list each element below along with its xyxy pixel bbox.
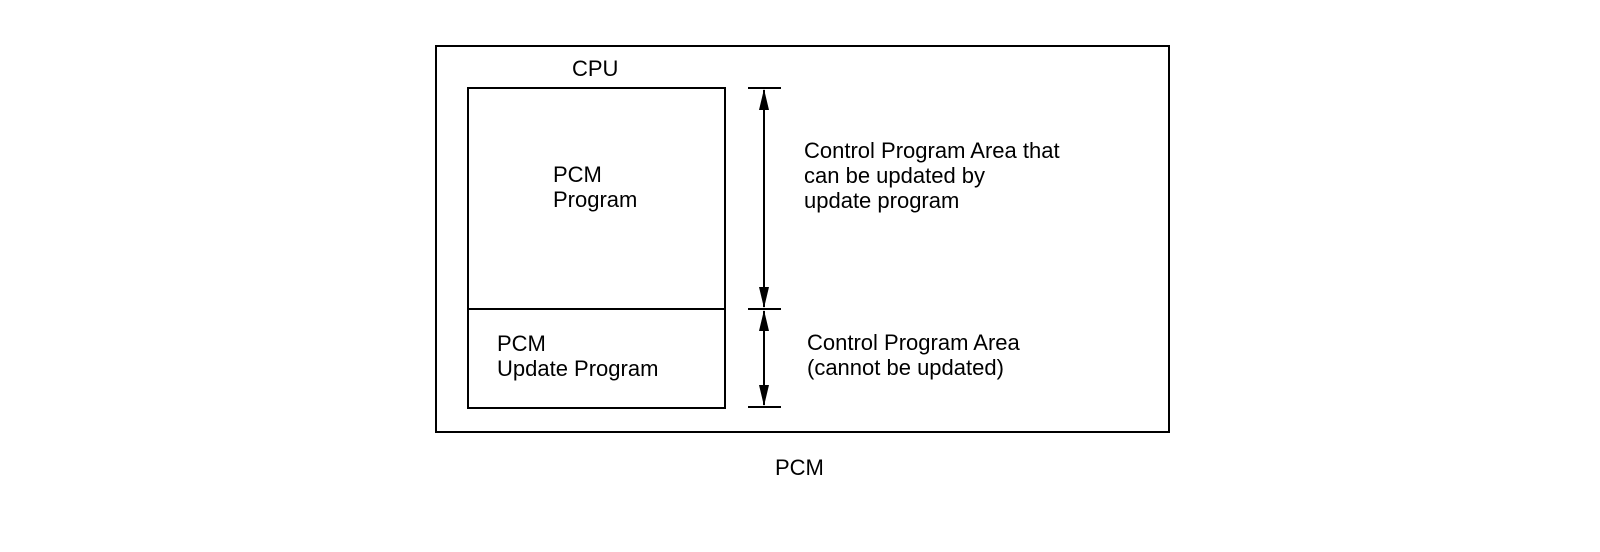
pcm-update-program-block	[467, 308, 726, 409]
non-updatable-area-line2: (cannot be updated)	[807, 355, 1004, 380]
cpu-label: CPU	[572, 56, 619, 81]
pcm-program-label: PCM Program	[553, 162, 637, 212]
upper-arrowhead-top	[759, 89, 769, 110]
non-updatable-area-annotation: Control Program Area (cannot be updated)	[807, 330, 1020, 380]
lower-arrowhead-top	[759, 310, 769, 331]
updatable-area-line3: update program	[804, 188, 960, 213]
pcm-program-label-line2: Program	[553, 187, 638, 212]
updatable-area-annotation: Control Program Area that can be updated…	[804, 138, 1060, 213]
pcm-caption: PCM	[775, 455, 824, 480]
pcm-update-program-label-line1: PCM	[497, 331, 546, 356]
pcm-update-program-label: PCM Update Program	[497, 331, 658, 381]
updatable-area-line1: Control Program Area that	[804, 138, 1060, 163]
upper-arrowhead-bottom	[759, 287, 769, 308]
pcm-update-program-label-line2: Update Program	[497, 356, 659, 381]
pcm-outer-frame	[435, 45, 1170, 433]
updatable-area-line2: can be updated by	[804, 163, 986, 188]
pcm-program-block	[467, 87, 726, 310]
lower-arrowhead-bottom	[759, 385, 769, 406]
pcm-program-label-line1: PCM	[553, 162, 602, 187]
non-updatable-area-line1: Control Program Area	[807, 330, 1020, 355]
